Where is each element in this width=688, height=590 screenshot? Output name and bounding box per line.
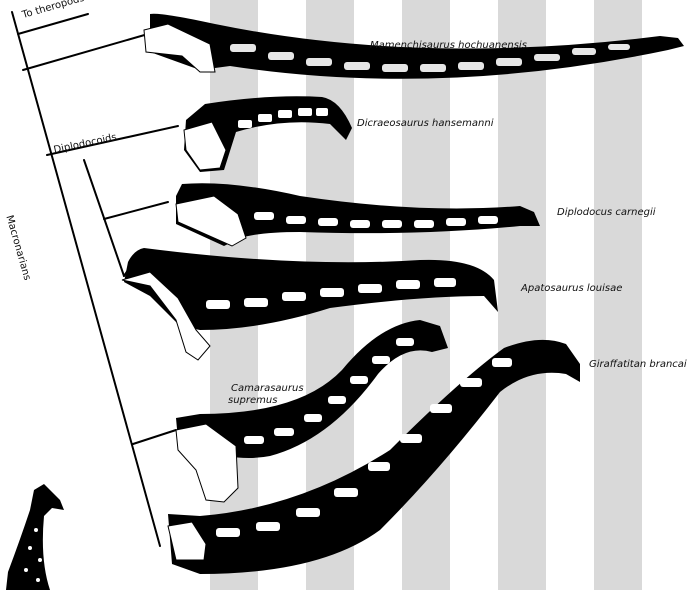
apatosaurus-neck bbox=[121, 248, 498, 361]
species-label-camarasaurus-line1: Camarasaurus bbox=[231, 383, 304, 394]
species-label-diplodocus: Diplodocus carnegii bbox=[557, 207, 656, 218]
giraffe-silhouette bbox=[6, 484, 64, 590]
cladogram-trunk bbox=[11, 11, 161, 547]
species-label-camarasaurus-line2: supremus bbox=[228, 395, 278, 406]
branch-diplodocus bbox=[103, 201, 169, 220]
scale-band bbox=[498, 0, 546, 590]
branch-to-theropods bbox=[17, 13, 89, 35]
species-label-dicraeosaurus: Dicraeosaurus hansemanni bbox=[357, 118, 494, 129]
species-label-mamenchisaurus: Mamenchisaurus hochuanensis bbox=[370, 40, 527, 51]
branch-mamenchisaurus bbox=[22, 33, 149, 71]
scale-band bbox=[594, 0, 642, 590]
branch-macronarian-node bbox=[132, 429, 177, 445]
dicraeosaurus-neck bbox=[183, 96, 352, 172]
species-label-apatosaurus: Apatosaurus louisae bbox=[521, 283, 623, 294]
mamenchisaurus-neck bbox=[143, 13, 684, 79]
giraffatitan-neck bbox=[167, 339, 580, 574]
camarasaurus-neck bbox=[175, 320, 448, 503]
diplodocus-neck bbox=[175, 183, 540, 247]
species-label-giraffatitan: Giraffatitan brancai bbox=[589, 359, 687, 370]
branch-diplodocoids bbox=[46, 125, 179, 156]
